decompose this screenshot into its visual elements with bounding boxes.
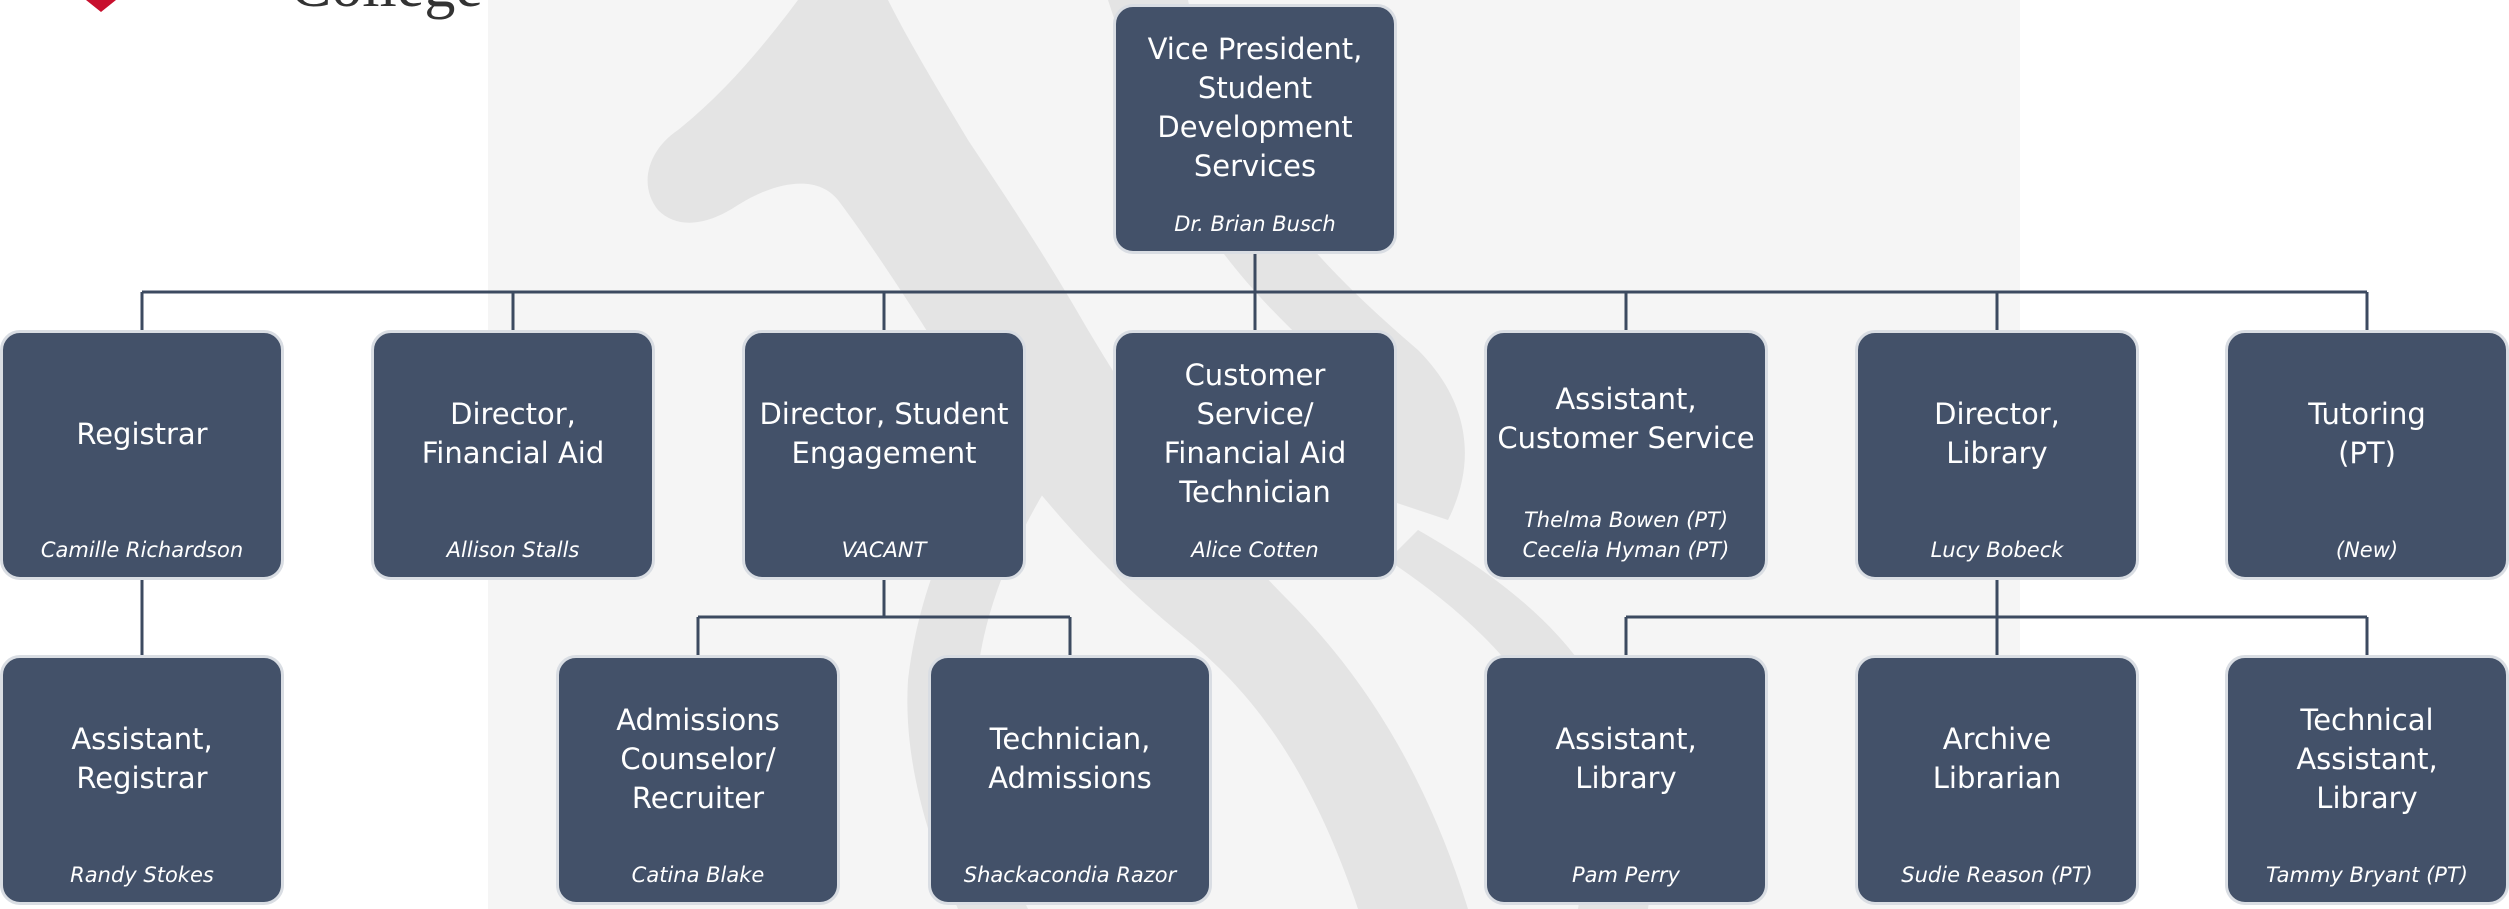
org-box-title: Registrar — [76, 416, 208, 451]
org-box-tutoring: Tutoring (PT) (New) — [2225, 330, 2509, 580]
org-box-title: Customer Service/ Financial Aid Technici… — [1163, 358, 1347, 509]
org-box-vice-president: Vice President, Student Development Serv… — [1113, 4, 1397, 254]
org-box-assistant-library: Assistant, Library Pam Perry — [1484, 655, 1768, 905]
org-box-title: Director, Financial Aid — [421, 397, 605, 470]
org-box-title: Admissions Counselor/ Recruiter — [616, 702, 780, 815]
org-box-person: Shackacondia Razor — [963, 863, 1177, 887]
org-box-assistant-customer-service: Assistant, Customer Service Thelma Bowen… — [1484, 330, 1768, 580]
org-box-person: Randy Stokes — [70, 863, 214, 887]
org-box-person: VACANT — [841, 538, 927, 562]
org-box-person: Catina Blake — [631, 863, 765, 887]
org-box-person: Thelma Bowen (PT) Cecelia Hyman (PT) — [1522, 508, 1730, 562]
org-box-director-financial-aid: Director, Financial Aid Allison Stalls — [371, 330, 655, 580]
org-box-person: Lucy Bobeck — [1930, 538, 2064, 562]
org-box-technician-admissions: Technician, Admissions Shackacondia Razo… — [928, 655, 1212, 905]
org-box-title: Tutoring (PT) — [2308, 397, 2426, 470]
org-box-person: Camille Richardson — [40, 538, 244, 562]
org-box-admissions-counselor: Admissions Counselor/ Recruiter Catina B… — [556, 655, 840, 905]
org-box-person: Alice Cotten — [1191, 538, 1319, 562]
org-box-person: Dr. Brian Busch — [1174, 212, 1336, 236]
org-box-title: Archive Librarian — [1932, 722, 2062, 795]
org-box-director-library: Director, Library Lucy Bobeck — [1855, 330, 2139, 580]
logo-diamond-icon — [86, 0, 116, 12]
org-box-person: Allison Stalls — [446, 538, 580, 562]
org-box-title: Director, Library — [1934, 397, 2060, 470]
logo-text: College — [290, 0, 483, 20]
org-box-title: Vice President, Student Development Serv… — [1147, 32, 1363, 183]
org-box-person: Tammy Bryant (PT) — [2266, 863, 2468, 887]
org-box-person: (New) — [2335, 538, 2399, 562]
org-box-title: Assistant, Customer Service — [1497, 382, 1755, 455]
org-box-customer-service: Customer Service/ Financial Aid Technici… — [1113, 330, 1397, 580]
org-box-assistant-registrar: Assistant, Registrar Randy Stokes — [0, 655, 284, 905]
org-box-person: Pam Perry — [1572, 863, 1680, 887]
org-box-technical-assistant-library: Technical Assistant, Library Tammy Bryan… — [2225, 655, 2509, 905]
org-box-director-student-engagement: Director, Student Engagement VACANT — [742, 330, 1026, 580]
org-box-person: Sudie Reason (PT) — [1901, 863, 2093, 887]
org-box-archive-librarian: Archive Librarian Sudie Reason (PT) — [1855, 655, 2139, 905]
org-box-title: Assistant, Library — [1555, 722, 1697, 795]
org-box-title: Assistant, Registrar — [71, 722, 213, 795]
logo: College — [86, 0, 483, 20]
org-box-registrar: Registrar Camille Richardson — [0, 330, 284, 580]
org-box-title: Director, Student Engagement — [759, 397, 1009, 470]
org-box-title: Technical Assistant, Library — [2296, 702, 2438, 815]
org-box-title: Technician, Admissions — [988, 722, 1152, 795]
